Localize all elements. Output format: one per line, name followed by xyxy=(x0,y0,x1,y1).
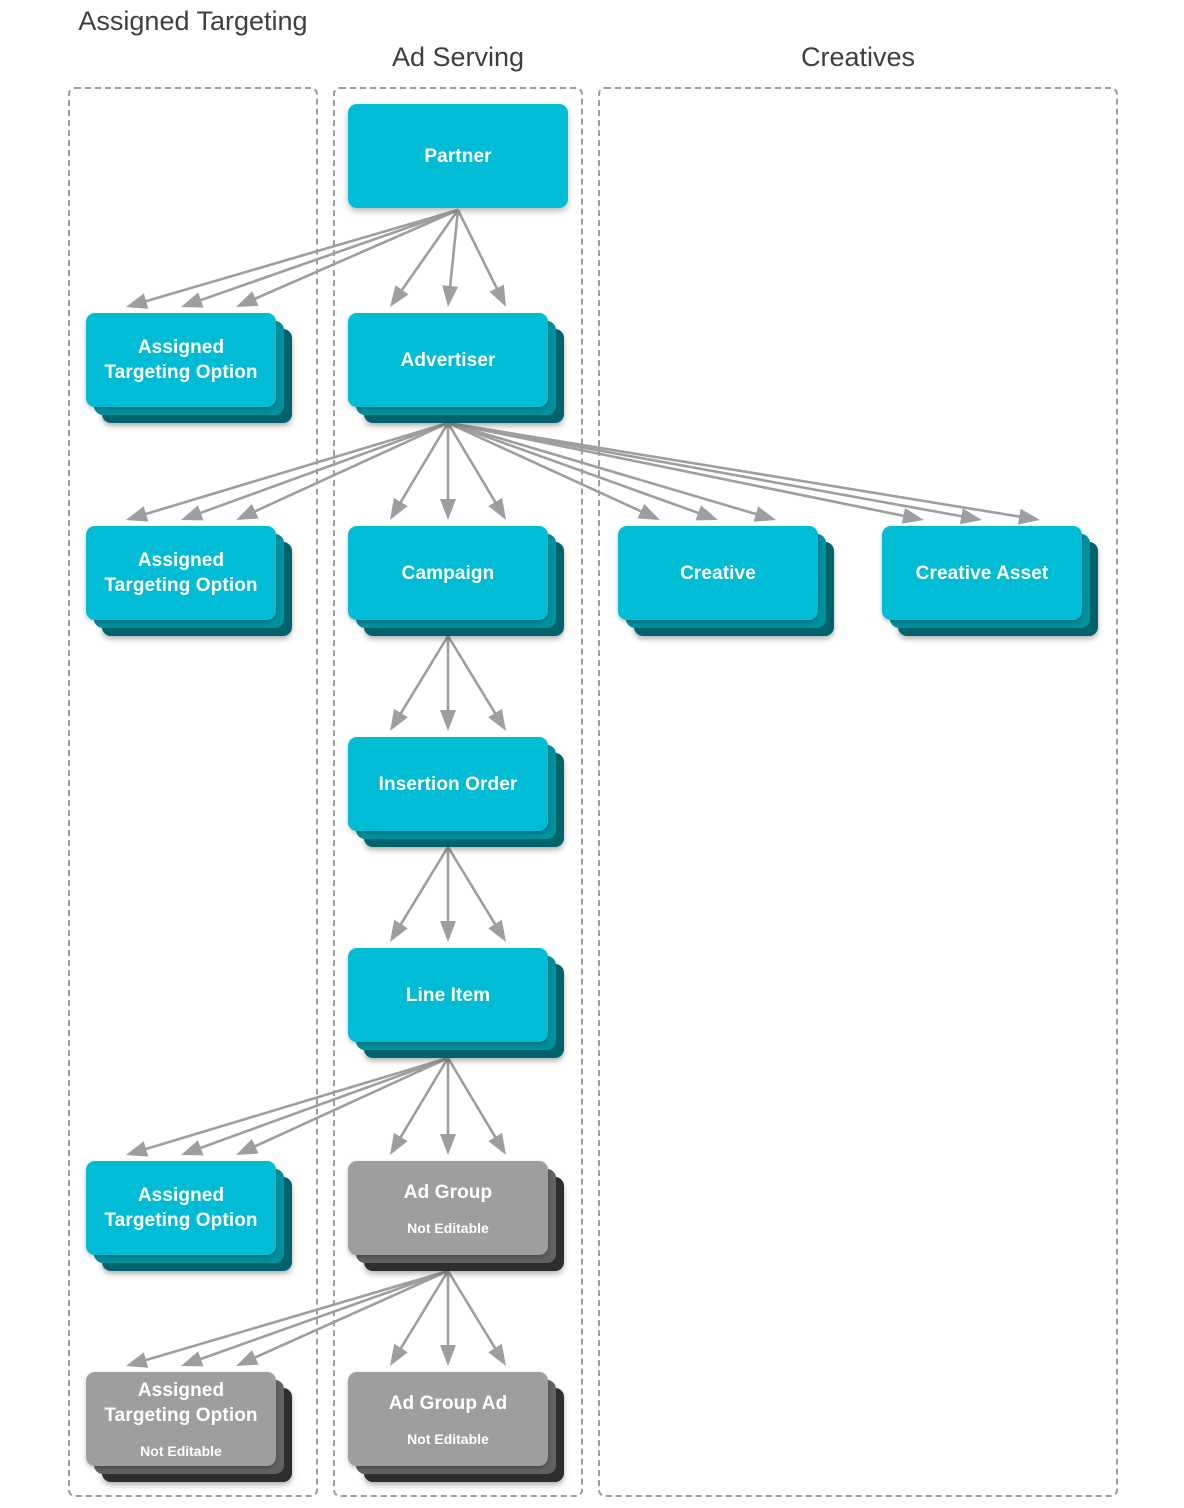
node-title: Assigned Targeting Option xyxy=(104,550,258,596)
node-content: Line Item xyxy=(348,948,548,1042)
card-layer-front xyxy=(86,1372,276,1466)
column-header-label: Assigned Targeting xyxy=(78,6,308,36)
group-container-assigned-targeting xyxy=(68,87,318,1497)
node-title: Assigned Targeting Option xyxy=(104,1380,258,1426)
card-layer-front xyxy=(348,104,568,208)
node-line-item[interactable]: Line Item xyxy=(348,948,564,1058)
node-content: Partner xyxy=(348,104,568,208)
node-title: Campaign xyxy=(401,562,495,584)
card-layer-front xyxy=(86,526,276,620)
card-layer-front xyxy=(348,737,548,831)
column-header-ad-serving: Ad Serving xyxy=(333,40,583,74)
node-title: Assigned Targeting Option xyxy=(104,337,258,383)
node-partner[interactable]: Partner xyxy=(348,104,568,208)
card-layer-front xyxy=(348,313,548,407)
card-layer-front xyxy=(86,313,276,407)
node-campaign[interactable]: Campaign xyxy=(348,526,564,636)
node-creative-asset[interactable]: Creative Asset xyxy=(882,526,1098,636)
node-ad-group-ad[interactable]: Ad Group Ad Not Editable xyxy=(348,1372,564,1482)
node-content: Creative xyxy=(618,526,818,620)
card-layer-front xyxy=(348,526,548,620)
node-creative[interactable]: Creative xyxy=(618,526,834,636)
card-layer-front xyxy=(348,1161,548,1255)
column-header-assigned-targeting: Assigned Targeting xyxy=(68,4,318,38)
column-header-label: Ad Serving xyxy=(391,42,525,72)
node-title: Partner xyxy=(424,145,492,167)
node-content: Advertiser xyxy=(348,313,548,407)
node-title: Advertiser xyxy=(400,349,496,371)
node-content: Insertion Order xyxy=(348,737,548,831)
card-layer-front xyxy=(882,526,1082,620)
node-insertion-order[interactable]: Insertion Order xyxy=(348,737,564,847)
node-title: Line Item xyxy=(405,984,491,1006)
group-container-creatives xyxy=(598,87,1118,1497)
node-content: Campaign xyxy=(348,526,548,620)
node-subtitle: Not Editable xyxy=(407,1219,489,1236)
node-subtitle: Not Editable xyxy=(140,1443,222,1459)
node-title: Insertion Order xyxy=(378,773,518,795)
card-layer-front xyxy=(348,1372,548,1466)
node-content: Ad Group Not Editable xyxy=(348,1161,548,1255)
node-assigned-targeting-option-advertiser[interactable]: Assigned Targeting Option xyxy=(86,526,292,636)
node-content: Assigned Targeting Option xyxy=(86,526,276,620)
node-ad-group[interactable]: Ad Group Not Editable xyxy=(348,1161,564,1271)
node-title: Ad Group Ad xyxy=(388,1392,508,1414)
node-title: Creative Asset xyxy=(915,562,1049,584)
node-title: Creative xyxy=(680,562,756,584)
node-advertiser[interactable]: Advertiser xyxy=(348,313,564,423)
node-title: Assigned Targeting Option xyxy=(104,1185,258,1231)
card-layer-front xyxy=(86,1161,276,1255)
column-header-creatives: Creatives xyxy=(598,40,1118,74)
node-content: Creative Asset xyxy=(882,526,1082,620)
node-content: Assigned Targeting Option xyxy=(86,313,276,407)
card-layer-front xyxy=(348,948,548,1042)
node-content: Assigned Targeting Option xyxy=(86,1161,276,1255)
node-assigned-targeting-option-line-item[interactable]: Assigned Targeting Option xyxy=(86,1161,292,1271)
node-content: Assigned Targeting Option Not Editable xyxy=(86,1372,276,1466)
node-title: Ad Group xyxy=(403,1181,493,1203)
node-assigned-targeting-option-partner[interactable]: Assigned Targeting Option xyxy=(86,313,292,423)
column-header-label: Creatives xyxy=(800,42,916,72)
node-content: Ad Group Ad Not Editable xyxy=(348,1372,548,1466)
card-layer-front xyxy=(618,526,818,620)
node-assigned-targeting-option-ad-group[interactable]: Assigned Targeting Option Not Editable xyxy=(86,1372,292,1482)
group-container-ad-serving xyxy=(333,87,583,1497)
node-subtitle: Not Editable xyxy=(407,1430,489,1447)
